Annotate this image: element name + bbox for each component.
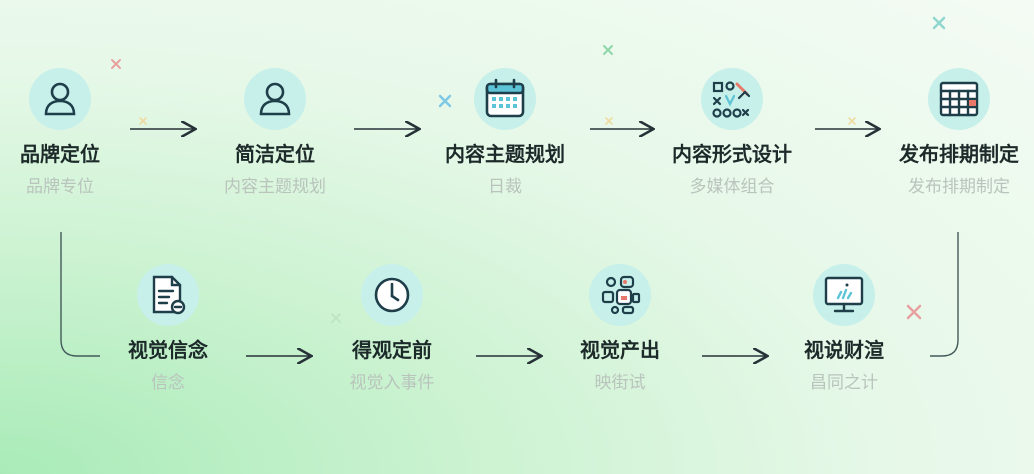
step-visual-belief: 视觉信念 信念 [68,264,268,394]
step-title: 内容主题规划 [445,142,565,166]
step-title: 内容形式设计 [672,142,792,166]
step-subtitle: 多媒体组合 [689,177,775,197]
person-icon [29,68,91,130]
step-subtitle: 发布排期制定 [908,177,1010,197]
step-concise-positioning: 简洁定位 内容主题规划 [175,68,375,198]
calendar-icon [474,68,536,130]
step-subtitle: 日裁 [488,177,522,197]
step-subtitle: 视觉入事件 [349,373,435,393]
monitor-icon [813,264,875,326]
clock-icon [361,264,423,326]
left-connector [60,232,100,357]
step-content-theme-planning: 内容主题规划 日裁 [405,68,605,198]
step-release-schedule: 发布排期制定 发布排期制定 [859,68,1034,198]
right-connector [930,232,959,357]
step-title: 简洁定位 [235,142,315,166]
step-title: 品牌定位 [20,142,100,166]
shapes-icon [589,264,651,326]
step-title: 视觉产出 [580,338,660,362]
step-brand-positioning: 品牌定位 品牌专位 [0,68,160,198]
step-subtitle: 内容主题规划 [224,177,326,197]
step-visual-rendering: 视说财渲 昌同之计 [744,264,944,394]
sparkle-decorations [111,16,946,323]
step-title: 视说财渲 [804,338,884,362]
step-visual-output: 视觉产出 映街试 [520,264,720,394]
step-title: 得观定前 [352,338,432,362]
step-title: 视觉信念 [128,338,208,362]
step-content-format-design: 内容形式设计 多媒体组合 [632,68,832,198]
person-icon [244,68,306,130]
step-subtitle: 昌同之计 [810,373,878,393]
design-tools-icon [701,68,763,130]
step-subtitle: 信念 [151,373,185,393]
step-subtitle: 品牌专位 [26,177,94,197]
document-icon [137,264,199,326]
step-subtitle: 映街试 [594,373,646,393]
step-visual-pre-definition: 得观定前 视觉入事件 [292,264,492,394]
step-title: 发布排期制定 [899,142,1019,166]
schedule-grid-icon [928,68,990,130]
